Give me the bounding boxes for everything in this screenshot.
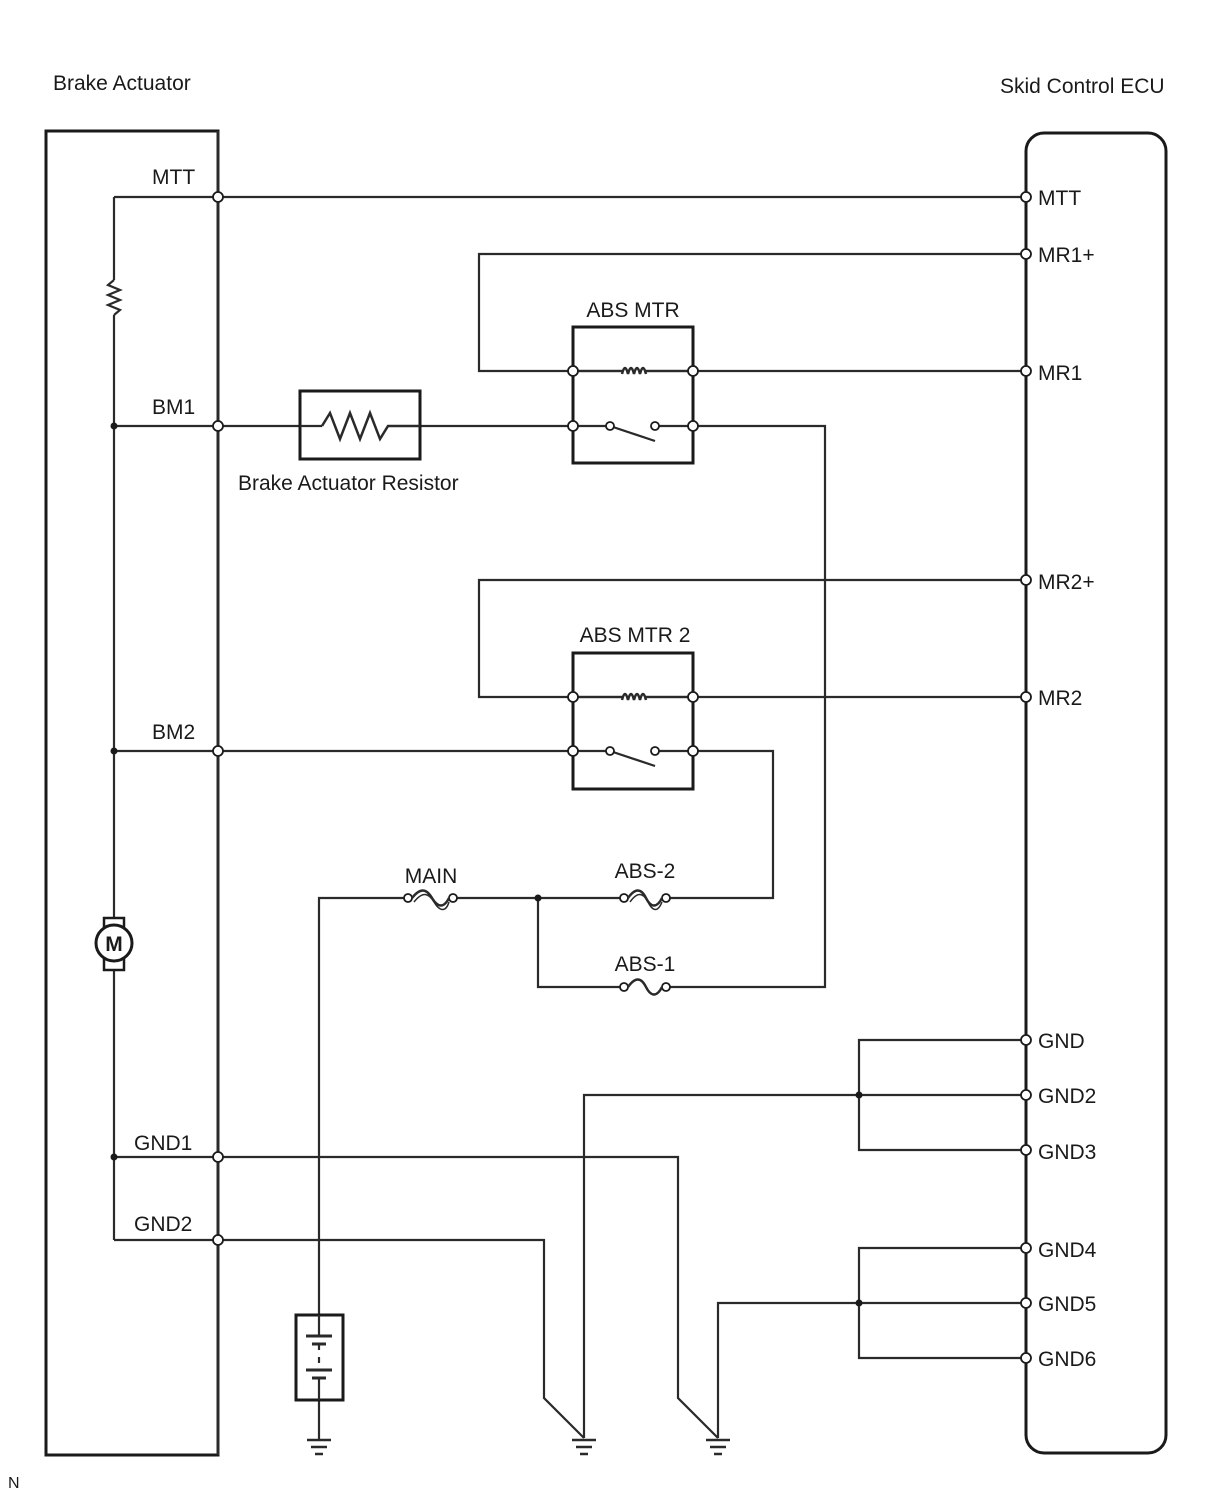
battery-icon <box>294 1313 345 1402</box>
footer-mark: N <box>8 1475 20 1492</box>
actuator-label-bm2: BM2 <box>152 721 195 744</box>
relay-switch-icon <box>609 749 656 768</box>
ecu-label-gnd2: GND2 <box>1038 1085 1096 1108</box>
ecu-label-gnd4: GND4 <box>1038 1239 1097 1262</box>
ecu-label-gnd6: GND6 <box>1038 1348 1096 1371</box>
relay-label-abs-mtr-2: ABS MTR 2 <box>580 624 691 647</box>
actuator-label-gnd1: GND1 <box>134 1132 192 1155</box>
ecu-label-gnd3: GND3 <box>1038 1141 1096 1164</box>
ecu-terminals <box>1020 191 1032 1364</box>
ecu-label-mtt: MTT <box>1038 187 1081 210</box>
abs-mtr-relay <box>571 325 695 465</box>
skid-control-ecu-title: Skid Control ECU <box>1000 75 1165 98</box>
external-wiring <box>218 195 1026 1440</box>
ground-icon <box>706 1438 730 1456</box>
resistor-label: Brake Actuator Resistor <box>238 472 459 495</box>
fuse-label-abs-2: ABS-2 <box>615 860 676 883</box>
ecu-label-mr1-plus: MR1+ <box>1038 244 1095 267</box>
actuator-label-mtt: MTT <box>152 166 195 189</box>
ecu-label-mr1: MR1 <box>1038 362 1082 385</box>
brake-actuator-title: Brake Actuator <box>53 72 191 95</box>
fuse-label-abs-1: ABS-1 <box>615 953 676 976</box>
main-fuse <box>403 889 458 911</box>
skid-control-ecu-box <box>1024 131 1168 1455</box>
relay-coil-icon <box>620 692 648 701</box>
actuator-label-bm1: BM1 <box>152 396 195 419</box>
relay-switch-icon <box>609 424 656 443</box>
abs-2-fuse <box>619 889 671 911</box>
ground-icon <box>307 1438 331 1456</box>
actuator-terminals <box>212 191 224 1246</box>
relay-label-abs-mtr: ABS MTR <box>586 299 679 322</box>
ground-icon <box>572 1438 596 1456</box>
pullup-resistor-symbol <box>105 279 123 316</box>
abs-1-fuse <box>619 978 671 996</box>
pump-motor-icon: M <box>94 916 134 972</box>
ecu-label-mr2-plus: MR2+ <box>1038 571 1095 594</box>
motor-symbol-label: M <box>105 933 123 956</box>
actuator-label-gnd2: GND2 <box>134 1213 192 1236</box>
ecu-label-gnd: GND <box>1038 1030 1085 1053</box>
fuse-label-main: MAIN <box>405 865 458 888</box>
relay-coil-icon <box>620 366 648 375</box>
ecu-label-gnd5: GND5 <box>1038 1293 1096 1316</box>
actuator-internal-wiring <box>105 131 220 1455</box>
brake-actuator-box <box>44 129 220 1457</box>
abs-mtr-2-relay <box>571 651 695 791</box>
brake-actuator-resistor <box>298 389 422 461</box>
relay-terminals <box>567 365 699 757</box>
ecu-label-mr2: MR2 <box>1038 687 1082 710</box>
